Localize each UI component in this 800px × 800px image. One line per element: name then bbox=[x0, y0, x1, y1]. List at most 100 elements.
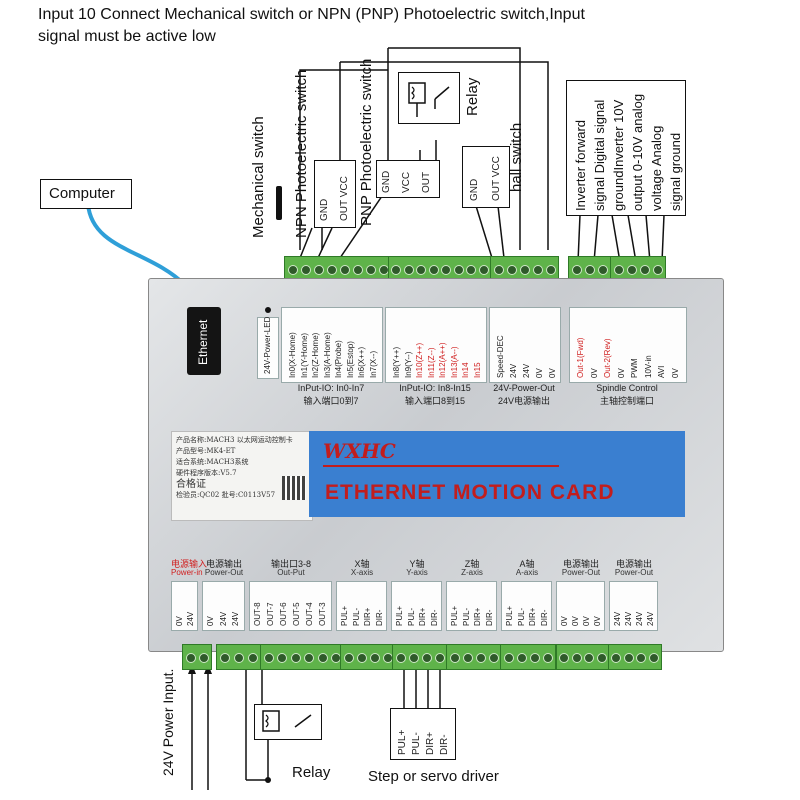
bottom-screw-icon bbox=[611, 653, 622, 663]
power-out-pin-4: 0V bbox=[548, 368, 557, 378]
bottom-group-7-pin-3: 0V bbox=[593, 616, 602, 626]
bottom-group-2-pin-0: OUT-8 bbox=[253, 602, 262, 626]
power-led-label: 24V-Power-LED bbox=[263, 316, 272, 374]
inputs-b-title: InPut-IO: In8-In15 bbox=[399, 383, 471, 393]
spindle-note-3: groundInverter 10V bbox=[611, 99, 626, 211]
top-screw-icon bbox=[571, 265, 582, 275]
bottom-group-5-pin-3: DIR- bbox=[484, 609, 494, 626]
brand-logo: WXHC bbox=[323, 439, 396, 463]
input-b-pin-0: In8(Y++) bbox=[392, 346, 401, 378]
top-screw-icon bbox=[391, 265, 402, 275]
bottom-group-pins-4: PUL+PUL-DIR+DIR- bbox=[391, 581, 442, 631]
bottom-screw-icon bbox=[356, 653, 367, 663]
bottom-group-2-pin-2: OUT-6 bbox=[279, 602, 288, 626]
top-screw-icon bbox=[597, 265, 608, 275]
bottom-group-cn-3: X轴 bbox=[354, 559, 370, 569]
cert-line-3: 适合系统:MACH3系统 bbox=[176, 458, 249, 466]
bottom-group-7-pin-1: 0V bbox=[571, 616, 580, 626]
bottom-group-5-pin-2: DIR+ bbox=[473, 607, 482, 626]
bottom-screw-icon bbox=[317, 653, 328, 663]
bottom-screw-icon bbox=[542, 653, 553, 663]
top-screw-icon bbox=[532, 265, 543, 275]
bottom-group-en-8: Power-Out bbox=[614, 568, 654, 577]
input-b-pin-6: In14 bbox=[461, 362, 470, 378]
bottom-group-cn-8: 电源输出 bbox=[615, 559, 652, 569]
bottom-group-cn-7: 电源输出 bbox=[562, 559, 599, 569]
bottom-group-7-pin-0: 0V bbox=[560, 616, 569, 626]
bottom-terminal-block-0 bbox=[182, 644, 212, 670]
bottom-group-3-pin-2: DIR+ bbox=[363, 607, 372, 626]
power-out-title: 24V-Power-Out bbox=[493, 383, 555, 393]
bottom-screw-icon bbox=[421, 653, 432, 663]
spindle-cn: 主轴控制端口 bbox=[599, 396, 654, 406]
bottom-screw-icon bbox=[198, 653, 209, 663]
board: Ethernet 24V-Power-LED In0(X-Home)In1(Y-… bbox=[148, 278, 724, 652]
input-block-b: In8(Y++)In9(Y--)In10(Z++)In11(Z--)In12(A… bbox=[385, 307, 487, 383]
bottom-group-2-pin-4: OUT-4 bbox=[305, 602, 314, 626]
bottom-group-5-pin-0: PUL+ bbox=[450, 605, 459, 626]
bottom-screw-icon bbox=[277, 653, 288, 663]
bottom-group-6-pin-2: DIR+ bbox=[528, 607, 537, 626]
spindle-pin-7: 0V bbox=[670, 368, 680, 378]
bottom-group-pins-5: PUL+PUL-DIR+DIR- bbox=[446, 581, 497, 631]
bottom-group-4-pin-0: PUL+ bbox=[395, 605, 404, 626]
spindle-note-4: output 0-10V analog bbox=[630, 93, 645, 211]
relay-bottom-box bbox=[254, 704, 322, 740]
top-note: Input 10 Connect Mechanical switch or NP… bbox=[38, 4, 585, 48]
top-note-line-2: signal must be active low bbox=[38, 28, 216, 45]
npn-pin-gnd: GND bbox=[319, 198, 330, 221]
bottom-screw-icon bbox=[596, 653, 607, 663]
pnp-pin-out: OUT bbox=[421, 171, 432, 193]
bus-wire-5 bbox=[299, 69, 388, 250]
bottom-screw-icon bbox=[503, 653, 514, 663]
power-led-icon bbox=[265, 307, 271, 313]
relay-bottom-label: Relay bbox=[292, 764, 331, 781]
inputs-a-title: InPut-IO: In0-In7 bbox=[297, 383, 365, 393]
top-screw-icon bbox=[453, 265, 464, 275]
top-terminal-block-3 bbox=[568, 256, 611, 282]
power-out-pin-2: 24V bbox=[522, 363, 531, 378]
top-screw-icon bbox=[545, 265, 556, 275]
bottom-group-en-7: Power-Out bbox=[561, 568, 601, 577]
top-screw-icon bbox=[403, 265, 414, 275]
input-a-pin-7: In7(X--) bbox=[368, 350, 378, 378]
spindle-pin-6: AVI bbox=[657, 365, 666, 378]
bottom-screw-icon bbox=[304, 653, 315, 663]
top-terminal-block-2 bbox=[490, 256, 559, 282]
bottom-group-cn-4: Y轴 bbox=[409, 559, 425, 569]
input-block-a: In0(X-Home)In1(Y-Home)In2(Z-Home)In3(A-H… bbox=[281, 307, 383, 383]
top-screw-icon bbox=[493, 265, 504, 275]
ethernet-label: Ethernet bbox=[196, 319, 210, 365]
pnp-label: PNP Photoelectric switch bbox=[358, 58, 375, 226]
bottom-screw-icon bbox=[369, 653, 380, 663]
bottom-group-4-pin-3: DIR- bbox=[429, 609, 439, 626]
spindle-pin-5: 10V-in bbox=[643, 355, 653, 378]
hall-label: hall switch bbox=[508, 122, 525, 192]
spindle-note-2: signal Digital signal bbox=[592, 99, 607, 211]
bottom-group-8-pin-0: 24V bbox=[613, 611, 622, 626]
cert-line-4: 硬件程序版本:V5.7 bbox=[176, 469, 237, 477]
qr-code-icon bbox=[282, 476, 306, 500]
bottom-group-en-4: Y-axis bbox=[406, 568, 428, 577]
top-screw-icon bbox=[441, 265, 452, 275]
driver-pin-pul-plus: PUL+ bbox=[397, 729, 408, 755]
top-screw-icon bbox=[378, 265, 389, 275]
bottom-group-6-pin-3: DIR- bbox=[539, 609, 549, 626]
bottom-group-7-pin-2: 0V bbox=[582, 616, 591, 626]
driver-pin-pul-minus: PUL- bbox=[411, 732, 422, 755]
pnp-pin-vcc: VCC bbox=[401, 171, 412, 193]
bottom-group-2-pin-3: OUT-5 bbox=[292, 602, 301, 626]
cert-line-2: 产品型号:MK4-ET bbox=[176, 447, 236, 455]
bottom-group-cn-2: 输出口3-8 bbox=[270, 559, 311, 569]
bottom-group-3-pin-3: DIR- bbox=[374, 609, 384, 626]
bottom-screw-icon bbox=[290, 653, 301, 663]
product-panel: WXHC ETHERNET MOTION CARD bbox=[309, 431, 685, 517]
product-title: ETHERNET MOTION CARD bbox=[325, 481, 615, 504]
top-screw-icon bbox=[365, 265, 376, 275]
bottom-screw-icon bbox=[529, 653, 540, 663]
cert-line-5: 合格证 bbox=[176, 479, 206, 490]
input-b-pin-1: In9(Y--) bbox=[403, 351, 413, 378]
